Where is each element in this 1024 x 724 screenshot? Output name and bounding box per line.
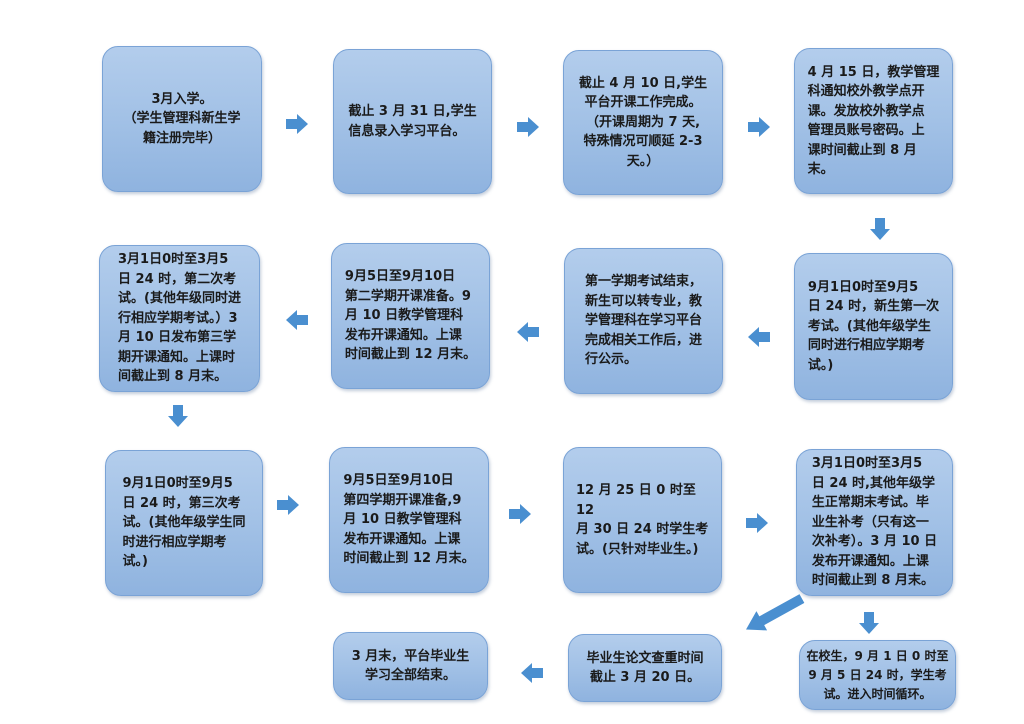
step-thesis-check: 毕业生论文查重时间 截止 3 月 20 日。: [568, 634, 722, 702]
step-platform-open: 截止 4 月 10 日,学生 平台开课工作完成。 （开课周期为 7 天, 特殊情…: [563, 50, 723, 195]
arrow-down-icon: [870, 218, 890, 240]
step-enrollment: 3月入学。 （学生管理科新生学 籍注册完毕）: [102, 46, 262, 192]
step-text: 9月1日0时至9月5 日 24 时，新生第一次 考试。(其他年级学生 同时进行相…: [807, 279, 940, 373]
step-graduate-exam: 12 月 25 日 0 时至 12 月 30 日 24 时学生考 试。(只针对毕…: [563, 447, 722, 593]
step-third-exam: 9月1日0时至9月5 日 24 时，第三次考 试。(其他年级学生同 时进行相应学…: [105, 450, 263, 596]
arrow-left-icon: [748, 327, 770, 347]
arrow-down-icon: [168, 405, 188, 427]
step-second-exam: 3月1日0时至3月5 日 24 时，第二次考 试。(其他年级同时进 行相应学期考…: [99, 245, 260, 392]
arrow-left-icon: [517, 322, 539, 342]
step-text: 3 月末，平台毕业生 学习全部结束。: [351, 648, 470, 684]
arrow-right-icon: [748, 117, 770, 137]
step-text: 9月1日0时至9月5 日 24 时，第三次考 试。(其他年级学生同 时进行相应学…: [122, 476, 246, 570]
step-text: 3月入学。 （学生管理科新生学 籍注册完毕）: [123, 91, 241, 146]
step-fourth-term-prep: 9月5日至9月10日 第四学期开课准备,9 月 10 日教学管理科 发布开课通知…: [329, 447, 489, 593]
step-text: 9月5日至9月10日 第二学期开课准备。9 月 10 日教学管理科 发布开课通知…: [344, 269, 477, 363]
step-first-exam: 9月1日0时至9月5 日 24 时，新生第一次 考试。(其他年级学生 同时进行相…: [794, 253, 953, 400]
arrow-right-icon: [286, 114, 308, 134]
step-text: 3月1日0时至3月5 日 24 时,其他年级学 生正常期末考试。毕 业生补考（只…: [811, 456, 938, 589]
step-notify-centers: 4 月 15 日，教学管理 科通知校外教学点开 课。发放校外教学点 管理员账号密…: [794, 48, 953, 194]
step-info-entry: 截止 3 月 31 日,学生 信息录入学习平台。: [333, 49, 492, 194]
arrow-right-icon: [277, 495, 299, 515]
arrow-diagonal-icon: [741, 589, 808, 639]
step-final-exam-makeup: 3月1日0时至3月5 日 24 时,其他年级学 生正常期末考试。毕 业生补考（只…: [796, 449, 953, 596]
step-graduation-end: 3 月末，平台毕业生 学习全部结束。: [333, 632, 488, 700]
arrow-right-icon: [517, 117, 539, 137]
step-text: 毕业生论文查重时间 截止 3 月 20 日。: [586, 650, 704, 686]
step-text: 在校生，9 月 1 日 0 时至 9 月 5 日 24 时，学生考 试。进入时间…: [806, 648, 949, 701]
step-cycle: 在校生，9 月 1 日 0 时至 9 月 5 日 24 时，学生考 试。进入时间…: [799, 640, 956, 710]
step-text: 4 月 15 日，教学管理 科通知校外教学点开 课。发放校外教学点 管理员账号密…: [807, 64, 940, 178]
arrow-right-icon: [746, 513, 768, 533]
step-text: 9月5日至9月10日 第四学期开课准备,9 月 10 日教学管理科 发布开课通知…: [343, 473, 475, 567]
step-text: 截止 4 月 10 日,学生 平台开课工作完成。 （开课周期为 7 天, 特殊情…: [578, 75, 708, 169]
arrow-left-icon: [521, 663, 543, 683]
arrow-left-icon: [286, 310, 308, 330]
step-text: 截止 3 月 31 日,学生 信息录入学习平台。: [348, 104, 477, 139]
step-text: 3月1日0时至3月5 日 24 时，第二次考 试。(其他年级同时进 行相应学期考…: [118, 252, 241, 385]
step-transfer-major: 第一学期考试结束， 新生可以转专业，教 学管理科在学习平台 完成相关工作后，进 …: [564, 248, 723, 394]
arrow-down-icon: [859, 612, 879, 634]
step-second-term-prep: 9月5日至9月10日 第二学期开课准备。9 月 10 日教学管理科 发布开课通知…: [331, 243, 490, 389]
arrow-right-icon: [509, 504, 531, 524]
step-text: 第一学期考试结束， 新生可以转专业，教 学管理科在学习平台 完成相关工作后，进 …: [584, 274, 702, 368]
step-text: 12 月 25 日 0 时至 12 月 30 日 24 时学生考 试。(只针对毕…: [576, 483, 709, 557]
